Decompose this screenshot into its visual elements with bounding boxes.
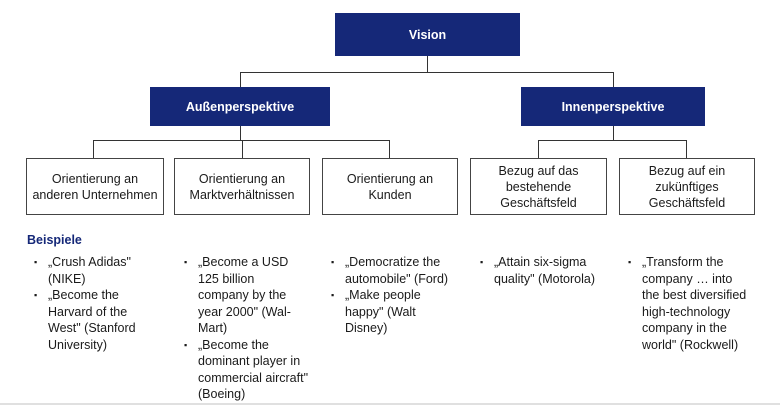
examples-title: Beispiele (27, 233, 82, 247)
category-box-2: Orientierung an Marktverhältnissen (174, 158, 310, 215)
examples-list-1: „Crush Adidas" (NIKE) „Become the Harvar… (34, 254, 154, 353)
examples-list-2: „Become a USD 125 billion company by the… (184, 254, 308, 403)
example-item: „Become the Harvard of the West" (Stanfo… (34, 287, 154, 353)
examples-list-4: „Attain six-sigma quality" (Motorola) (480, 254, 598, 287)
connector-aussen-bar (93, 140, 390, 141)
connector-innen-down (613, 126, 614, 140)
bottom-divider (0, 403, 780, 405)
connector-innen-bar (538, 140, 687, 141)
connector-to-cat-4 (538, 140, 539, 158)
category-box-1: Orientierung an anderen Unternehmen (26, 158, 164, 215)
category-label-2: Orientierung an Marktverhältnissen (189, 171, 295, 202)
category-box-3: Orientierung an Kunden (322, 158, 458, 215)
category-label-5: Bezug auf ein zukünftiges Geschäftsfeld (648, 163, 726, 210)
aussenperspektive-label: Außenperspektive (185, 99, 295, 114)
vision-box: Vision (335, 13, 520, 56)
examples-list-3: „Democratize the automobile" (Ford) „Mak… (331, 254, 459, 337)
category-box-4: Bezug auf das bestehende Geschäftsfeld (470, 158, 607, 215)
category-label-1: Orientierung an anderen Unternehmen (32, 171, 158, 202)
connector-aussen-down (240, 126, 241, 140)
example-item: „Make people happy" (Walt Disney) (331, 287, 459, 337)
connector-vision-down (427, 56, 428, 72)
example-item: „Crush Adidas" (NIKE) (34, 254, 154, 287)
example-item: „Democratize the automobile" (Ford) (331, 254, 459, 287)
category-label-3: Orientierung an Kunden (346, 171, 434, 202)
innenperspektive-label: Innenperspektive (561, 99, 665, 114)
example-item: „Attain six-sigma quality" (Motorola) (480, 254, 598, 287)
example-item: „Become a USD 125 billion company by the… (184, 254, 308, 337)
aussenperspektive-box: Außenperspektive (150, 87, 330, 126)
example-item: „Become the dominant player in commercia… (184, 337, 308, 403)
connector-to-innen (613, 72, 614, 87)
connector-to-cat-1 (93, 140, 94, 158)
innenperspektive-box: Innenperspektive (521, 87, 705, 126)
examples-list-5: „Transform the company … into the best d… (628, 254, 752, 353)
vision-label: Vision (408, 27, 447, 42)
connector-to-cat-2 (242, 140, 243, 158)
example-item: „Transform the company … into the best d… (628, 254, 752, 353)
connector-to-cat-3 (389, 140, 390, 158)
connector-to-cat-5 (686, 140, 687, 158)
connector-vision-bar (240, 72, 614, 73)
connector-to-aussen (240, 72, 241, 87)
category-box-5: Bezug auf ein zukünftiges Geschäftsfeld (619, 158, 755, 215)
category-label-4: Bezug auf das bestehende Geschäftsfeld (498, 163, 579, 210)
